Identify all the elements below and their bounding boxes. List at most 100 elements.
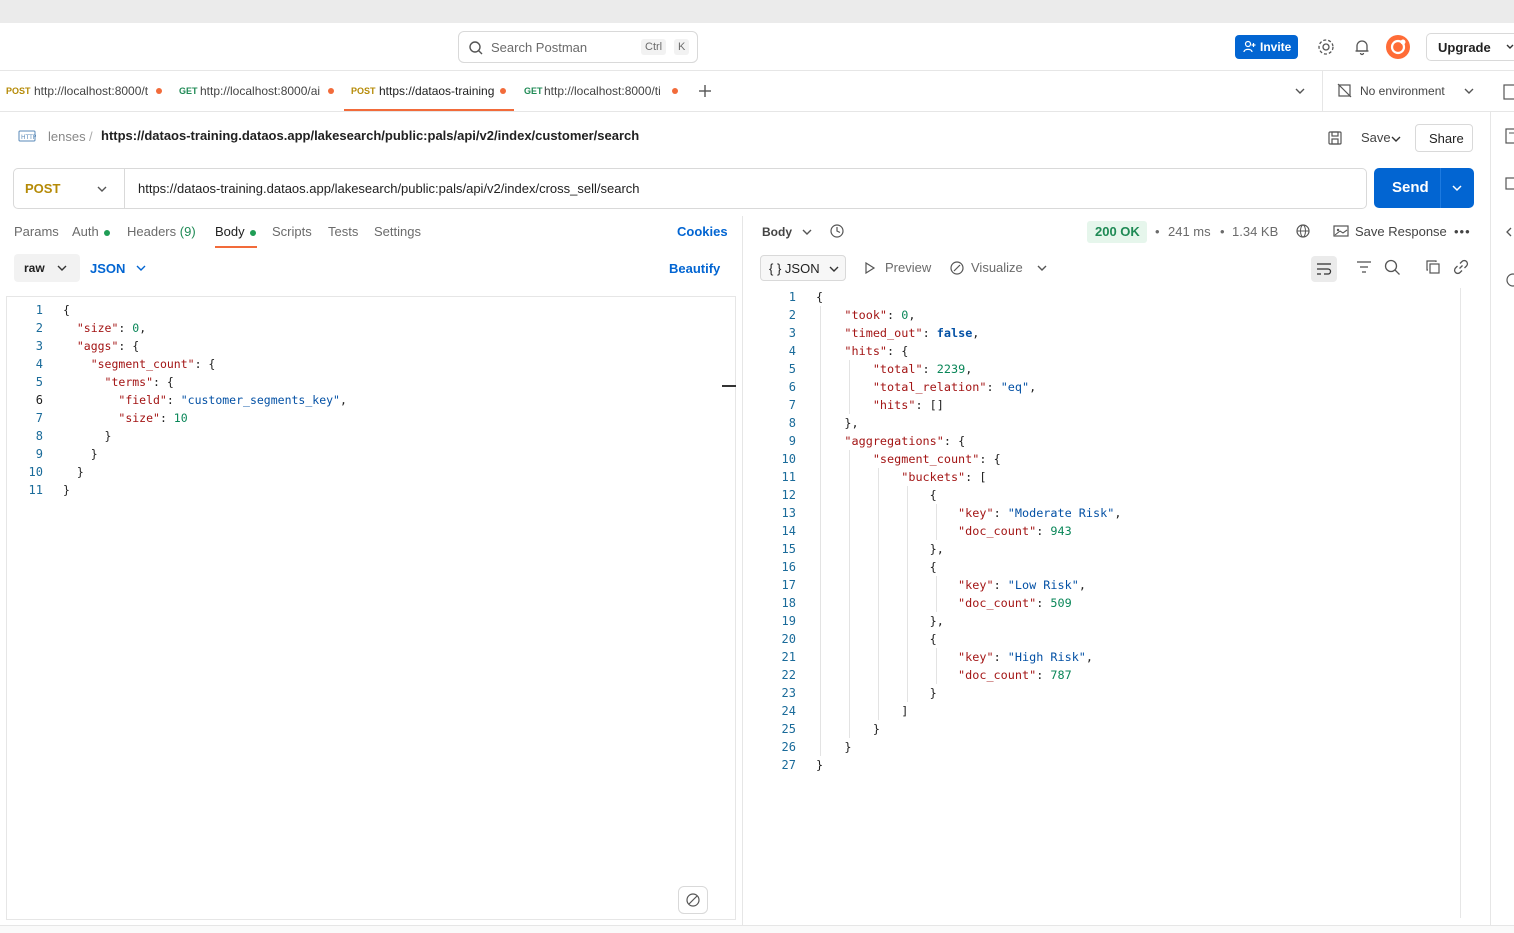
search-placeholder: Search Postman bbox=[491, 40, 588, 55]
request-tab[interactable]: POST http://localhost:8000/t bbox=[0, 71, 168, 111]
response-format-label: { } JSON bbox=[769, 261, 820, 276]
save-button[interactable]: Save bbox=[1322, 124, 1402, 152]
chevron-down-icon bbox=[1463, 85, 1475, 97]
save-response-button[interactable]: Save Response bbox=[1355, 224, 1447, 239]
response-scrollbar[interactable] bbox=[1460, 288, 1461, 918]
active-tab-underline bbox=[215, 246, 257, 248]
tab-method: POST bbox=[351, 86, 376, 96]
braces-icon: { } bbox=[769, 261, 782, 276]
response-body-label[interactable]: Body bbox=[762, 225, 792, 239]
breadcrumb-separator: / bbox=[89, 129, 93, 144]
response-time[interactable]: 241 ms bbox=[1168, 224, 1211, 239]
body-mode-select[interactable]: raw bbox=[14, 254, 80, 282]
body-format-select[interactable]: JSON bbox=[90, 254, 150, 282]
documentation-icon[interactable] bbox=[1505, 128, 1514, 144]
active-dot bbox=[103, 229, 110, 236]
indent-guide bbox=[878, 468, 879, 720]
wrap-lines-button[interactable] bbox=[1311, 256, 1337, 282]
response-format-text: JSON bbox=[784, 261, 820, 276]
environment-selector[interactable]: No environment bbox=[1322, 71, 1492, 111]
response-json-code[interactable]: { "took": 0, "timed_out": false, "hits":… bbox=[816, 290, 1122, 772]
link-icon[interactable] bbox=[1453, 259, 1469, 275]
ai-assist-icon[interactable] bbox=[678, 886, 708, 914]
tab-headers-label: Headers bbox=[127, 224, 177, 239]
visualize-tab[interactable]: Visualize bbox=[971, 260, 1023, 275]
chevron-down-icon[interactable] bbox=[1390, 133, 1402, 145]
new-tab-plus-icon[interactable] bbox=[698, 84, 712, 98]
upgrade-label: Upgrade bbox=[1438, 40, 1491, 55]
tab-auth[interactable]: Auth bbox=[72, 224, 110, 239]
more-options-icon[interactable]: ••• bbox=[1454, 224, 1471, 239]
tabs-overflow-chevron-icon[interactable] bbox=[1294, 85, 1306, 97]
tab-headers[interactable]: Headers (9) bbox=[127, 224, 196, 239]
avatar[interactable] bbox=[1386, 35, 1410, 59]
send-button[interactable]: Send bbox=[1374, 168, 1474, 208]
request-breadcrumb: HTTP lenses / https://dataos-training.da… bbox=[0, 112, 1490, 162]
right-sidebar-rail bbox=[1490, 112, 1514, 933]
editor-scroll-marker bbox=[722, 385, 736, 387]
request-tab[interactable]: GET http://localhost:8000/ti bbox=[518, 71, 686, 111]
indent-guide bbox=[849, 450, 850, 738]
response-size[interactable]: 1.34 KB bbox=[1232, 224, 1279, 239]
network-globe-icon[interactable] bbox=[1295, 223, 1312, 240]
tab-settings[interactable]: Settings bbox=[374, 224, 421, 239]
environment-label: No environment bbox=[1360, 84, 1445, 98]
upgrade-button[interactable]: Upgrade bbox=[1426, 33, 1514, 61]
request-tab-active[interactable]: POST https://dataos-training bbox=[344, 71, 514, 111]
request-tab[interactable]: GET http://localhost:8000/ai bbox=[172, 71, 340, 111]
filter-icon[interactable] bbox=[1356, 260, 1372, 274]
tab-scripts[interactable]: Scripts bbox=[272, 224, 312, 239]
info-icon[interactable] bbox=[1505, 272, 1514, 288]
unsaved-dot bbox=[328, 88, 334, 94]
chevron-down-icon[interactable] bbox=[1451, 182, 1463, 194]
pane-divider[interactable] bbox=[742, 216, 743, 926]
send-label: Send bbox=[1392, 179, 1429, 196]
tab-params[interactable]: Params bbox=[14, 224, 59, 239]
breadcrumb-collection[interactable]: lenses bbox=[48, 129, 86, 144]
save-label: Save bbox=[1361, 130, 1391, 145]
tab-url: http://localhost:8000/ti bbox=[544, 84, 661, 98]
share-label: Share bbox=[1429, 131, 1464, 146]
request-name[interactable]: https://dataos-training.dataos.app/lakes… bbox=[101, 128, 640, 143]
share-button[interactable]: Share bbox=[1415, 124, 1473, 152]
search-input[interactable]: Search Postman Ctrl K bbox=[458, 31, 698, 63]
cookies-link[interactable]: Cookies bbox=[677, 224, 728, 239]
notification-bell-icon[interactable] bbox=[1353, 38, 1371, 56]
tab-tests[interactable]: Tests bbox=[328, 224, 359, 239]
active-dot bbox=[249, 229, 256, 236]
no-environment-icon bbox=[1337, 83, 1352, 98]
chevron-down-icon bbox=[96, 183, 108, 195]
copy-icon[interactable] bbox=[1425, 259, 1441, 275]
settings-gear-icon[interactable] bbox=[1317, 38, 1335, 56]
response-format-select[interactable]: { } JSON bbox=[760, 255, 846, 281]
tab-body[interactable]: Body bbox=[215, 224, 256, 239]
request-tab-bar: POST http://localhost:8000/t GET http://… bbox=[0, 71, 1514, 112]
meta-dot: • bbox=[1220, 224, 1225, 239]
search-icon[interactable] bbox=[1384, 259, 1401, 276]
environment-quicklook-icon[interactable] bbox=[1503, 84, 1514, 100]
method-label: POST bbox=[25, 181, 61, 196]
history-icon[interactable] bbox=[829, 223, 845, 239]
tab-body-label: Body bbox=[215, 224, 245, 239]
url-input[interactable]: https://dataos-training.dataos.app/lakes… bbox=[138, 181, 640, 196]
unsaved-dot bbox=[156, 88, 162, 94]
request-json-code[interactable]: { "size": 0, "aggs": { "segment_count": … bbox=[63, 303, 347, 497]
status-badge[interactable]: 200 OK bbox=[1087, 221, 1147, 243]
status-code: 200 OK bbox=[1095, 224, 1140, 239]
invite-button[interactable]: Invite bbox=[1235, 35, 1298, 59]
beautify-link[interactable]: Beautify bbox=[669, 261, 721, 276]
method-select[interactable]: POST bbox=[14, 169, 125, 208]
indent-guide bbox=[936, 648, 937, 684]
preview-tab[interactable]: Preview bbox=[885, 260, 932, 275]
chevron-down-icon[interactable] bbox=[801, 226, 813, 238]
meta-dot: • bbox=[1155, 224, 1160, 239]
comments-icon[interactable] bbox=[1505, 176, 1514, 192]
tab-method: GET bbox=[179, 86, 198, 96]
indent-guide bbox=[849, 360, 850, 414]
chevron-down-icon[interactable] bbox=[1036, 262, 1048, 274]
visualize-icon bbox=[949, 260, 965, 276]
unsaved-dot bbox=[500, 88, 506, 94]
code-snippet-icon[interactable] bbox=[1505, 224, 1514, 240]
body-mode-label: raw bbox=[24, 261, 45, 275]
